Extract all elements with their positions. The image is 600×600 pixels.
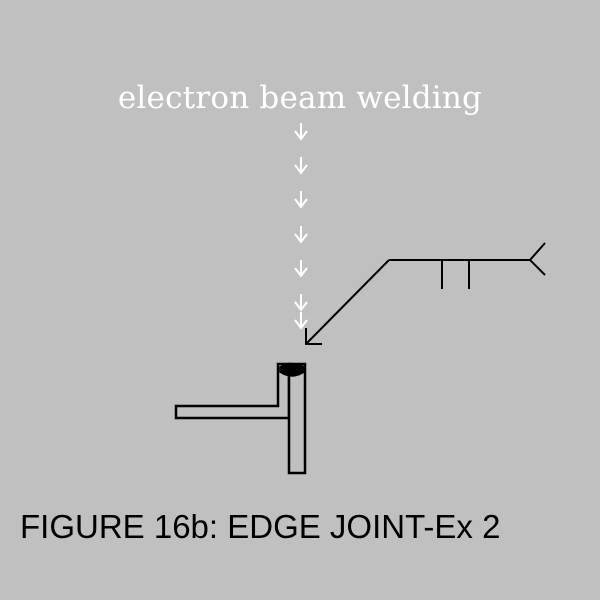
- horizontal-member: [174, 362, 291, 420]
- welding-symbol: [305, 242, 546, 345]
- beam-arrow-2: [294, 157, 308, 175]
- vertical-member: [287, 362, 307, 475]
- beam-label: electron beam welding: [0, 78, 600, 118]
- edge-joint-section: [174, 362, 307, 475]
- beam-arrow-column: [294, 123, 308, 330]
- fork-tail-icon: [528, 242, 546, 276]
- beam-arrow-6: [294, 294, 308, 312]
- leader-arrow-icon: [305, 328, 322, 345]
- beam-arrow-4: [294, 226, 308, 244]
- figure-caption: FIGURE 16b: EDGE JOINT-Ex 2: [20, 508, 501, 545]
- beam-arrow-3: [294, 191, 308, 209]
- leader-line: [305, 259, 390, 345]
- beam-label-text: electron beam welding: [117, 80, 483, 116]
- beam-arrow-5: [294, 260, 308, 278]
- weld-bead: [279, 362, 305, 377]
- beam-arrow-1: [294, 123, 308, 141]
- beam-arrow-7: [294, 312, 308, 330]
